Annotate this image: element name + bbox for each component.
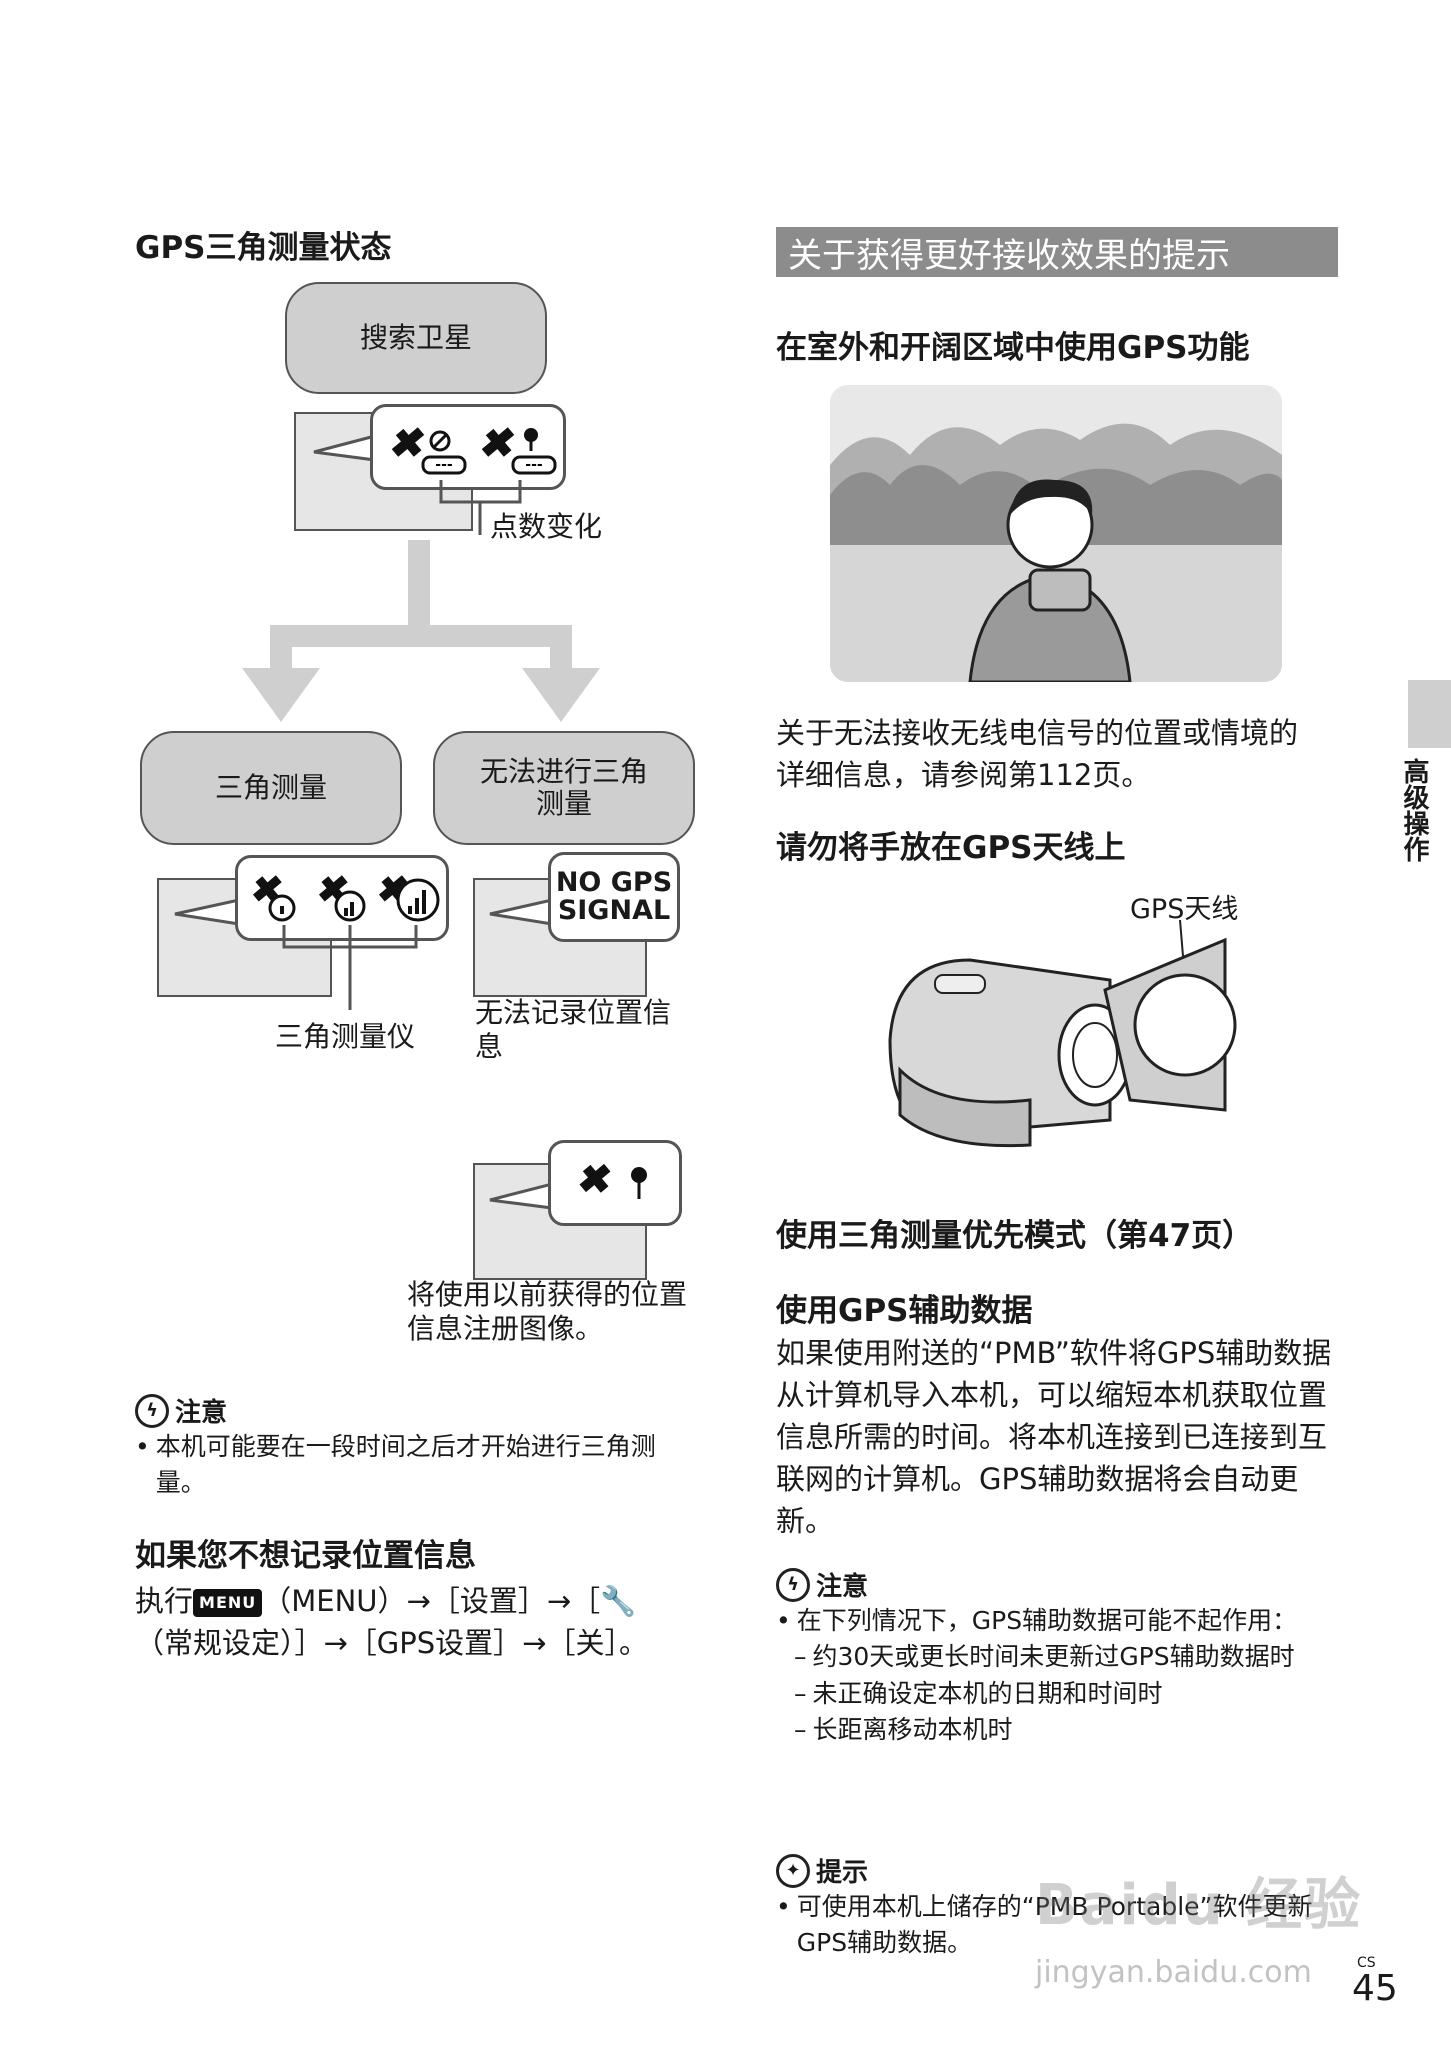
baidu-watermark-logo: Baidu 经验 [1035, 1873, 1363, 1938]
section-title-bar: 关于获得更好接收效果的提示 [776, 227, 1338, 277]
svg-text:---: --- [435, 457, 453, 473]
bubble-search: --- --- [370, 404, 566, 490]
gps-triangulation-icons [252, 875, 440, 922]
hint-heading: ✦ 提示 [776, 1852, 1316, 1889]
node-cannot-triangulate-label: 无法进行三角测量 [479, 754, 648, 820]
no-gps-line1: NO GPS [555, 866, 673, 898]
hint-item: •可使用本机上储存的“PMB Portable”软件更新GPS辅助数据。 [776, 1889, 1316, 1962]
satellite-icon [579, 1163, 611, 1193]
note-heading: ϟ 注意 [776, 1566, 1316, 1603]
caption-triangulation-meter: 三角测量仪 [275, 1020, 416, 1053]
note-sub-item: –未正确设定本机的日期和时间时 [776, 1676, 1316, 1712]
note-item: •本机可能要在一段时间之后才开始进行三角测量。 [135, 1429, 675, 1502]
caption-no-record: 无法记录位置信息 [475, 996, 672, 1063]
branch-arrows [242, 540, 600, 722]
note-sub-text: 约30天或更长时间未更新过GPS辅助数据时 [812, 1642, 1295, 1672]
gps-search-icons: --- --- [391, 427, 557, 475]
caution-icon: ϟ [776, 1567, 810, 1602]
node-triangulation-label: 三角测量 [214, 770, 327, 804]
caption-dots-change: 点数变化 [490, 510, 603, 543]
note-sub-item: –长距离移动本机时 [776, 1712, 1316, 1748]
note-sub-text: 长距离移动本机时 [812, 1714, 1013, 1744]
diagram-title: GPS三角测量状态 [135, 230, 392, 266]
right-note: ϟ 注意 •在下列情况下，GPS辅助数据可能不起作用： –约30天或更长时间未更… [776, 1566, 1316, 1748]
satellite-icon [252, 875, 282, 902]
paragraph-assist-data: 如果使用附送的“PMB”软件将GPS辅助数据从计算机导入本机，可以缩短本机获取位… [776, 1336, 1332, 1539]
satellite-icon [481, 427, 515, 457]
para-exec: 执行 [135, 1584, 194, 1618]
gps-prev-icons [579, 1163, 647, 1199]
heading-hand: 请勿将手放在GPS天线上 [776, 830, 1126, 866]
hint-title: 提示 [816, 1858, 869, 1888]
note-lead: •在下列情况下，GPS辅助数据可能不起作用： [776, 1603, 1316, 1639]
node-cannot-triangulate: 无法进行三角测量 [433, 731, 695, 845]
heading-assist-data: 使用GPS辅助数据 [776, 1293, 1033, 1329]
bubble-previous [548, 1140, 682, 1226]
section-title: 关于获得更好接收效果的提示 [788, 235, 1230, 276]
note-sub-item: –约30天或更长时间未更新过GPS辅助数据时 [776, 1639, 1316, 1675]
note-title: 注意 [175, 1398, 228, 1428]
antenna-label: GPS天线 [1130, 894, 1239, 925]
bubble-triangulation [235, 855, 449, 941]
wrench-icon: 🔧 [600, 1584, 637, 1618]
note-title: 注意 [816, 1572, 869, 1602]
page-lang: CS [1357, 1955, 1376, 1971]
note-heading: ϟ 注意 [135, 1392, 675, 1429]
page-number: 45 [1352, 1968, 1398, 2009]
heading-priority-mode: 使用三角测量优先模式（第47页） [776, 1218, 1254, 1254]
side-tab-label: 高级操作 [1399, 758, 1429, 862]
caption-previous-position: 将使用以前获得的位置信息注册图像。 [407, 1278, 688, 1345]
para-menu: （MENU）→［设置］→［ [262, 1584, 601, 1618]
right-hint: ✦ 提示 •可使用本机上储存的“PMB Portable”软件更新GPS辅助数据… [776, 1852, 1316, 1962]
outdoor-scene [830, 385, 1282, 682]
node-search-label: 搜索卫星 [359, 320, 472, 354]
watermark-url: jingyan.baidu.com [1035, 1955, 1312, 1990]
note-sub-text: 未正确设定本机的日期和时间时 [812, 1678, 1163, 1708]
no-gps-line2: SIGNAL [557, 895, 671, 926]
heading-outdoor: 在室外和开阔区域中使用GPS功能 [776, 330, 1250, 366]
note-lead-text: 在下列情况下，GPS辅助数据可能不起作用： [796, 1606, 1298, 1635]
node-search-satellites: 搜索卫星 [285, 282, 547, 394]
left-note: ϟ 注意 •本机可能要在一段时间之后才开始进行三角测量。 [135, 1392, 675, 1502]
node-triangulation: 三角测量 [140, 731, 402, 845]
hint-item-text: 可使用本机上储存的“PMB Portable”软件更新GPS辅助数据。 [796, 1892, 1313, 1958]
lightbulb-icon: ✦ [776, 1853, 810, 1888]
dots-connector [439, 480, 522, 535]
menu-key-icon: MENU [193, 1589, 263, 1617]
svg-text:---: --- [525, 457, 543, 473]
caution-icon: ϟ [135, 1393, 169, 1428]
side-tab-marker [1408, 680, 1451, 748]
outdoor-illustration [830, 385, 1282, 682]
paragraph-outdoor: 关于无法接收无线电信号的位置或情境的详细信息，请参阅第112页。 [776, 716, 1299, 793]
heading-no-record: 如果您不想记录位置信息 [135, 1538, 476, 1574]
camcorder-illustration [888, 920, 1237, 1148]
note-item-text: 本机可能要在一段时间之后才开始进行三角测量。 [155, 1432, 656, 1498]
no-gps-signal-badge: NO GPS SIGNAL [548, 852, 680, 942]
satellite-icon [391, 427, 425, 457]
para-general: （常规设定）］→［GPS设置］→［关］。 [135, 1626, 648, 1661]
tri-connector [282, 925, 418, 1010]
